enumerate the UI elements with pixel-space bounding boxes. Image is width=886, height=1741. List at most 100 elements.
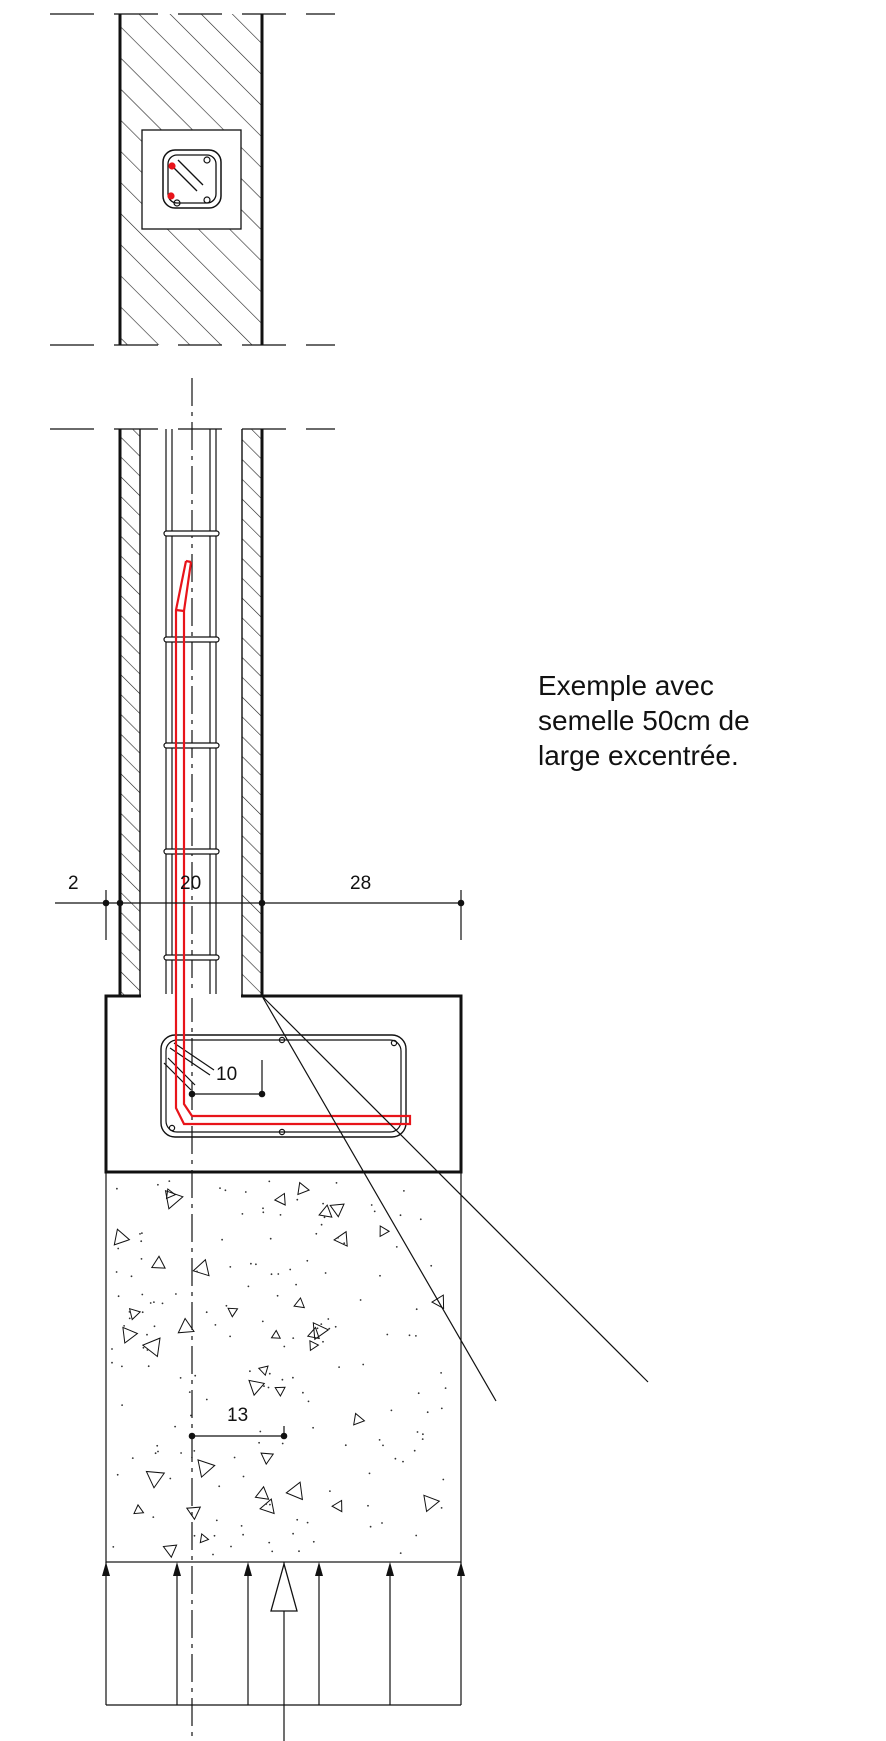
aggregate-mark (122, 1326, 139, 1344)
aggregate-mark (165, 1188, 177, 1200)
aggregate-mark (257, 1365, 269, 1377)
dim-wall-width: 20 (180, 873, 201, 894)
sand-dot (373, 1210, 376, 1213)
sand-dot (408, 1334, 411, 1337)
sand-dot (262, 1207, 264, 1210)
sand-dot (312, 1426, 314, 1429)
sand-dot (415, 1534, 418, 1537)
rebar-highlight-dot (168, 162, 176, 170)
sand-dot (193, 1534, 196, 1537)
aggregate-mark (177, 1317, 195, 1334)
sand-dot (416, 1431, 419, 1433)
lean-concrete (105, 1171, 462, 1563)
sand-dot (180, 1452, 183, 1454)
sand-dot (344, 1444, 347, 1447)
sand-dot (329, 1490, 331, 1492)
sand-dot (440, 1372, 442, 1374)
sand-dot (121, 1365, 123, 1368)
sand-dot (296, 1518, 299, 1521)
sand-dot (156, 1444, 159, 1447)
sand-dot (292, 1532, 294, 1535)
sand-dot (123, 1325, 125, 1327)
sand-dot (212, 1553, 214, 1556)
sand-dot (324, 1272, 327, 1274)
sand-dot (415, 1335, 417, 1337)
sand-dot (426, 1411, 429, 1414)
sand-dot (403, 1190, 405, 1192)
sand-dot (306, 1521, 309, 1524)
sand-dot (370, 1204, 373, 1206)
sand-dot (320, 1323, 323, 1325)
sand-dot (298, 1550, 300, 1553)
sand-dot (379, 1274, 381, 1277)
sand-dot (395, 1246, 398, 1248)
footing-cage (160, 1034, 407, 1138)
sand-dot (422, 1433, 424, 1436)
sand-dot (394, 1457, 397, 1460)
aggregate-mark (285, 1481, 304, 1501)
sand-dot (289, 1268, 292, 1271)
sand-dot (117, 1295, 120, 1298)
sand-dot (295, 1283, 297, 1286)
aggregate-mark (273, 1192, 286, 1206)
sand-dot (233, 1456, 236, 1459)
sand-dot (111, 1348, 113, 1350)
sand-dot (240, 1525, 243, 1527)
sand-dot (179, 1377, 182, 1379)
sand-dot (277, 1273, 280, 1275)
sand-dot (316, 1327, 319, 1330)
aggregate-mark (133, 1503, 145, 1515)
sand-dot (338, 1366, 340, 1368)
sand-dot (161, 1302, 164, 1305)
sand-dot (267, 1386, 270, 1389)
sand-dot (320, 1223, 323, 1226)
sand-dot (140, 1258, 143, 1260)
sand-dot (214, 1324, 217, 1326)
sand-dot (188, 1391, 191, 1393)
sand-dot (386, 1333, 389, 1336)
aggregate-mark (197, 1459, 216, 1479)
sand-dot (149, 1302, 152, 1304)
sand-dot (419, 1218, 422, 1221)
sand-dot (249, 1370, 251, 1373)
sand-dot (157, 1183, 159, 1186)
sand-dot (307, 1400, 310, 1403)
rebar-highlight-dot (167, 192, 175, 200)
sand-dot (369, 1525, 372, 1528)
sand-dot (230, 1545, 232, 1548)
sand-dot (444, 1387, 447, 1389)
aggregate-mark (270, 1329, 282, 1339)
sand-dot (191, 1456, 193, 1459)
sand-dot (268, 1180, 271, 1183)
note-line-1: Exemple avec (538, 670, 714, 701)
sand-dot (146, 1349, 149, 1351)
sand-dot (271, 1550, 274, 1553)
sand-dot (141, 1232, 143, 1234)
sand-dot (141, 1311, 144, 1314)
aggregate-mark (113, 1228, 131, 1246)
sand-dot (153, 1301, 155, 1303)
aggregate-mark (431, 1294, 445, 1310)
sand-dot (250, 1262, 252, 1265)
footing (104, 994, 463, 1174)
aggregate-mark (248, 1379, 266, 1397)
aggregate-mark (254, 1485, 270, 1500)
sand-dot (242, 1533, 245, 1536)
dim-rebar-offset: 10 (216, 1064, 237, 1085)
sand-dot (413, 1449, 416, 1452)
sand-dot (128, 1311, 131, 1313)
sand-dot (302, 1391, 304, 1394)
sand-dot (242, 1475, 245, 1478)
sand-dot (259, 1430, 262, 1433)
load-diffusion-lines (261, 995, 649, 1402)
sand-dot (153, 1325, 156, 1328)
sand-dot (258, 1441, 260, 1444)
sand-dot (157, 1450, 159, 1453)
sand-dot (368, 1472, 371, 1475)
sand-dot (221, 1238, 224, 1241)
sand-dot (442, 1478, 445, 1481)
aggregate-mark (145, 1470, 166, 1489)
sand-dot (268, 1372, 271, 1375)
sand-dot (362, 1363, 365, 1366)
aggregate-mark (227, 1307, 239, 1318)
